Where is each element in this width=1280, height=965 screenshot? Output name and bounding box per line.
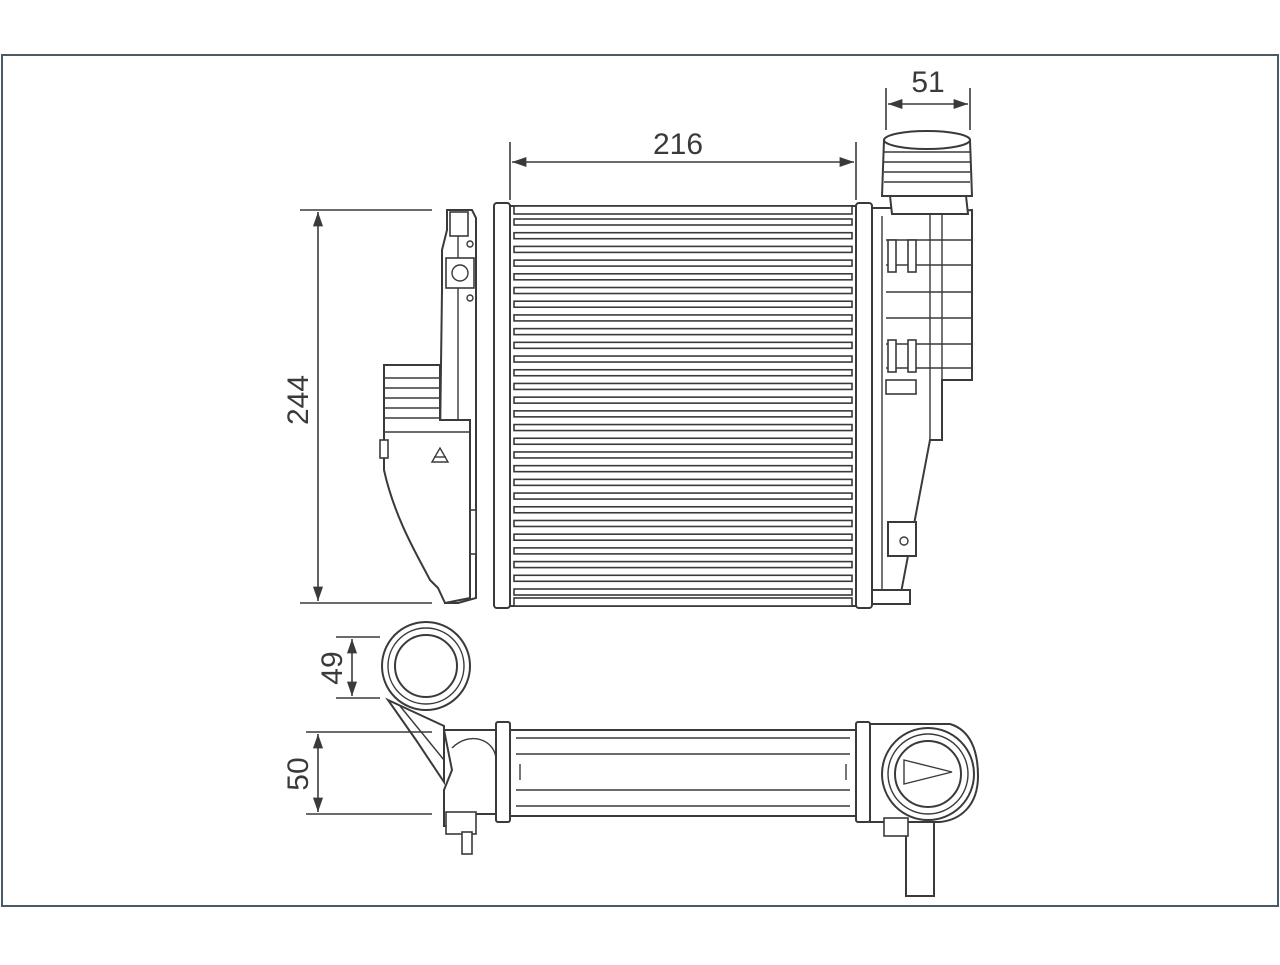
front-view: 216 51 244 <box>282 66 974 609</box>
core-tube <box>513 327 853 336</box>
core-tube <box>513 451 853 459</box>
core-tube <box>513 286 853 295</box>
core-tube <box>513 588 853 596</box>
top-view: 49 50 <box>282 621 980 897</box>
dimension-inlet-diameter: 49 <box>316 636 380 699</box>
right-tank <box>871 130 974 605</box>
dimension-outlet-width: 51 <box>885 66 971 130</box>
core-tube <box>513 259 853 267</box>
core-tube <box>513 382 853 391</box>
core-tube <box>513 410 853 418</box>
outlet-neck <box>880 130 974 215</box>
core-tube <box>513 341 853 350</box>
core-tubes <box>513 218 853 596</box>
drawing-frame <box>1 54 1279 907</box>
core-tube <box>513 478 853 487</box>
dimension-216-label: 216 <box>653 128 703 161</box>
dimension-51-label: 51 <box>911 66 944 99</box>
core-tube <box>513 314 853 322</box>
core-tube <box>513 300 853 309</box>
core-tube <box>513 437 853 446</box>
dimension-50-label: 50 <box>282 757 315 790</box>
core-tube <box>513 245 853 254</box>
dimension-depth: 50 <box>282 731 432 815</box>
dimension-core-width: 216 <box>509 128 857 200</box>
core-tube <box>513 533 853 541</box>
core-tube <box>513 464 853 473</box>
dimension-244-label: 244 <box>282 375 315 425</box>
core-tube <box>513 574 853 583</box>
core-tube <box>513 560 853 569</box>
core-tube <box>513 231 853 240</box>
core-tube <box>513 273 853 281</box>
left-header-plate <box>493 202 511 609</box>
core-tube <box>513 355 853 363</box>
core-top <box>509 729 857 817</box>
core-tube <box>513 218 853 226</box>
core-tube <box>513 505 853 514</box>
right-header-plate <box>855 202 873 609</box>
core-tube <box>513 368 853 377</box>
inlet-ring <box>381 621 471 711</box>
radiator-core <box>509 205 857 607</box>
core-tube <box>513 519 853 528</box>
core-tube <box>513 396 853 404</box>
left-tank <box>379 209 477 605</box>
dimension-49-label: 49 <box>316 651 349 684</box>
core-tube <box>513 423 853 432</box>
dimension-height: 244 <box>282 209 432 604</box>
core-tube <box>513 492 853 500</box>
core-tube <box>513 547 853 555</box>
